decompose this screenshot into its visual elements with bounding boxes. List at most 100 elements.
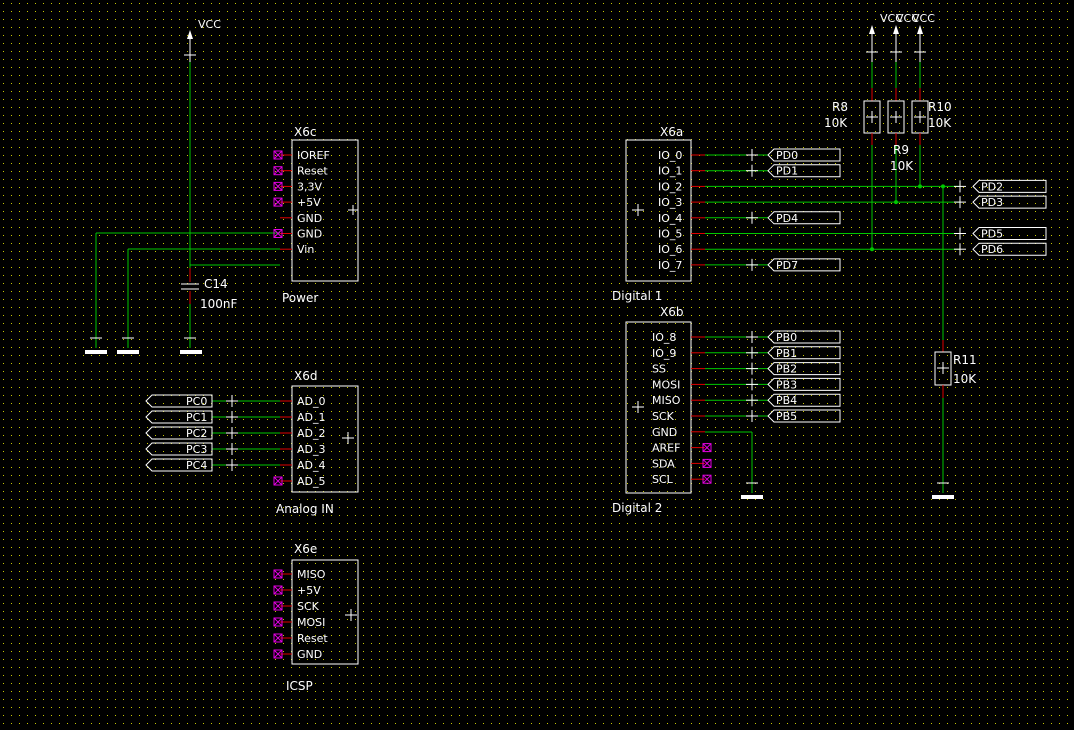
r11-ref: R11 <box>953 353 977 367</box>
x6b-digital2-connector[interactable]: X6b Digital 2 IO_8IO_9SS MOSI MISO SCK GND AR… <box>612 305 712 515</box>
gnd-symbol-c14 <box>180 350 202 354</box>
net-label-pc3-flag <box>145 442 213 456</box>
no-connect-marker <box>273 476 283 486</box>
x6a-pin-label: IO_6 <box>658 243 682 256</box>
x6b-pin-label: GND <box>652 426 677 439</box>
r10-value: 10K <box>928 116 952 130</box>
x6a-name: Digital 1 <box>612 289 662 303</box>
net-label-pd0: PD0 <box>776 149 798 162</box>
no-connect-marker <box>273 585 283 595</box>
net-label-pd0-flag <box>767 148 841 162</box>
x6a-ref: X6a <box>660 125 683 139</box>
net-label-pb1: PB1 <box>776 347 797 360</box>
x6a-pin-label: IO_1 <box>658 165 682 178</box>
net-label-pd5-flag <box>972 227 1047 240</box>
r11-value: 10K <box>953 372 977 386</box>
net-label-pd3-flag <box>972 195 1047 209</box>
x6b-pin-label: MOSI <box>652 378 680 391</box>
x6d-analog-connector[interactable]: X6d Analog IN AD_0AD_1AD_2AD_3AD_4AD_5 <box>273 369 359 516</box>
net-label-pb5: PB5 <box>776 410 797 423</box>
r8-value: 10K <box>824 116 848 130</box>
no-connect-marker <box>273 633 283 643</box>
x6c-pin-label: +5V <box>297 196 321 209</box>
net-label-pb2: PB2 <box>776 363 797 376</box>
vcc-arrow <box>893 25 899 34</box>
vcc-arrow <box>869 25 875 34</box>
net-label-pc1-flag <box>145 410 213 424</box>
no-connect-marker <box>273 617 283 627</box>
no-connect-marker <box>702 443 712 453</box>
x6e-ref: X6e <box>294 542 317 556</box>
x6c-name: Power <box>282 291 318 305</box>
net-label-pb4-flag <box>767 393 841 407</box>
c14-value: 100nF <box>200 297 238 311</box>
x6e-pin-label: MISO <box>297 568 326 581</box>
no-connect-marker <box>702 474 712 484</box>
x6d-pin-label: AD_3 <box>297 443 326 456</box>
vcc-symbol: VCC <box>184 18 221 62</box>
net-label-pb3-flag <box>767 377 841 391</box>
net-label-pd7-flag <box>767 258 841 272</box>
no-connect-marker <box>273 181 283 191</box>
x6a-digital1-connector[interactable]: X6a Digital 1 IO_0IO_1IO_2IO_3IO_4IO_5IO… <box>612 125 705 303</box>
net-label-pb2-flag <box>767 362 841 376</box>
no-connect-marker <box>273 569 283 579</box>
x6b-name: Digital 2 <box>612 501 662 515</box>
net-label-pd1: PD1 <box>776 165 798 178</box>
x6b-ref: X6b <box>660 305 683 319</box>
no-connect-marker <box>273 197 283 207</box>
vcc-arrow <box>917 25 923 34</box>
x6d-pin-label: AD_0 <box>297 395 326 408</box>
r10-ref: R10 <box>928 100 952 114</box>
net-label-pb5-flag <box>767 409 841 423</box>
c14-capacitor: C14 100nF <box>181 268 238 311</box>
net-label-pd4-flag <box>767 211 841 225</box>
vcc-top-label: VCC <box>912 12 935 25</box>
net-label-pc4: PC4 <box>186 459 207 472</box>
x6a-pin-label: IO_4 <box>658 212 682 225</box>
net-label-pd5: PD5 <box>981 228 1003 241</box>
x6c-pin-label: GND <box>297 212 322 225</box>
x6b-pin-label: IO_9 <box>652 347 676 360</box>
net-label-pc2: PC2 <box>186 427 207 440</box>
x6b-pin-label: MISO <box>652 394 681 407</box>
x6d-name: Analog IN <box>276 502 334 516</box>
r8-ref: R8 <box>832 100 848 114</box>
x6b-pin-label: AREF <box>652 442 680 455</box>
x6b-pin-label: SCK <box>652 410 675 423</box>
x6c-ref: X6c <box>294 125 316 139</box>
x6d-pin-label: AD_1 <box>297 411 326 424</box>
net-label-pc0-flag <box>145 394 213 408</box>
net-label-pc0: PC0 <box>186 395 207 408</box>
x6a-pin-label: IO_5 <box>658 228 682 241</box>
no-connect-marker <box>273 166 283 176</box>
x6d-pin-label: AD_5 <box>297 475 326 488</box>
x6a-pin-label: IO_3 <box>658 196 682 209</box>
x6b-pin-label: IO_8 <box>652 331 676 344</box>
net-label-pc4-flag <box>145 458 213 472</box>
gnd-symbol-r11 <box>932 495 954 499</box>
x6e-pin-label: Reset <box>297 632 328 645</box>
x6c-pin-label: Reset <box>297 165 328 178</box>
gnd-symbol-x6b <box>741 495 763 499</box>
no-connect-marker <box>273 649 283 659</box>
x6b-pin-label: SS <box>652 363 666 376</box>
net-label-pd7: PD7 <box>776 259 798 272</box>
net-label-pb4: PB4 <box>776 394 797 407</box>
x6e-pin-label: SCK <box>297 600 320 613</box>
x6d-pin-label: AD_2 <box>297 427 326 440</box>
no-connect-marker <box>273 150 283 160</box>
x6d-ref: X6d <box>294 369 317 383</box>
net-label-pb1-flag <box>767 346 841 360</box>
x6c-pin-label: GND <box>297 228 322 241</box>
x6c-pin-label: Vin <box>297 243 314 256</box>
vcc-label: VCC <box>198 18 221 31</box>
x6b-pin-label: SDA <box>652 457 675 470</box>
x6e-pin-label: GND <box>297 648 322 661</box>
x6c-pin-label: 3,3V <box>297 180 322 193</box>
vcc-top-label: VCC <box>896 12 919 25</box>
